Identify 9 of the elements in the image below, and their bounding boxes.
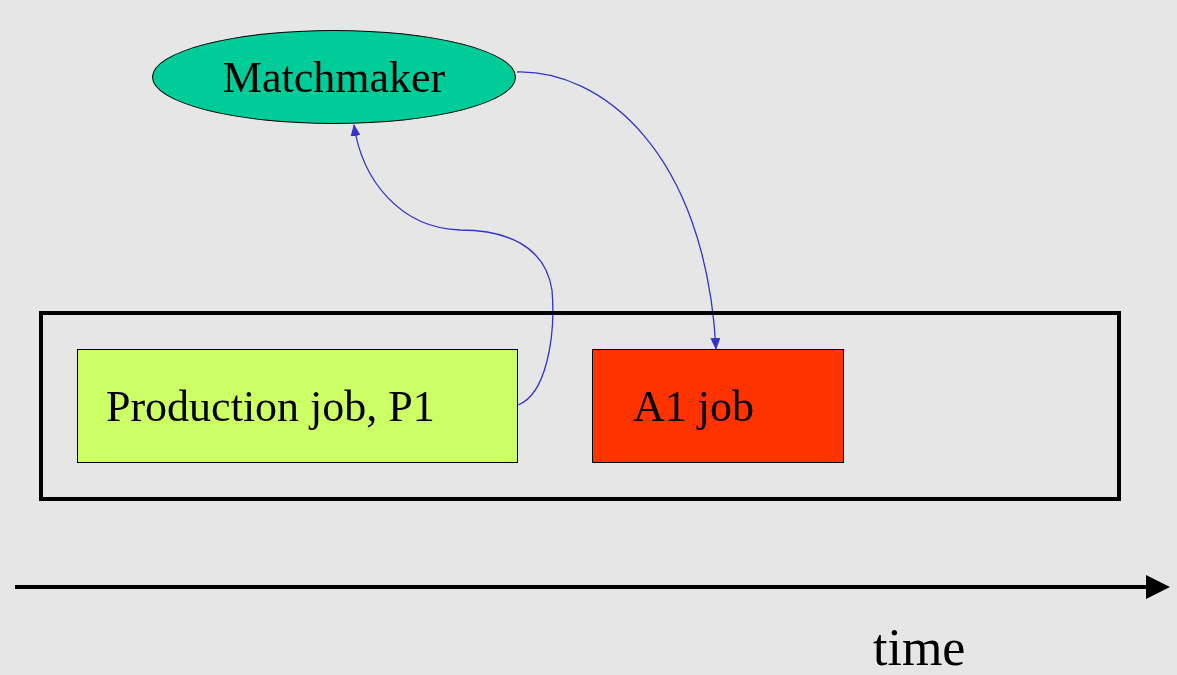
process-box bbox=[77, 349, 518, 463]
node-text: Production job, P1 bbox=[106, 380, 435, 432]
process-box bbox=[592, 349, 844, 463]
timeline-frame bbox=[39, 311, 1121, 501]
arrow bbox=[516, 71, 720, 350]
axis-label: time bbox=[873, 618, 966, 675]
arrow bbox=[351, 124, 554, 406]
node-text: Matchmaker bbox=[222, 51, 446, 103]
node-text: A1 job bbox=[633, 380, 754, 432]
